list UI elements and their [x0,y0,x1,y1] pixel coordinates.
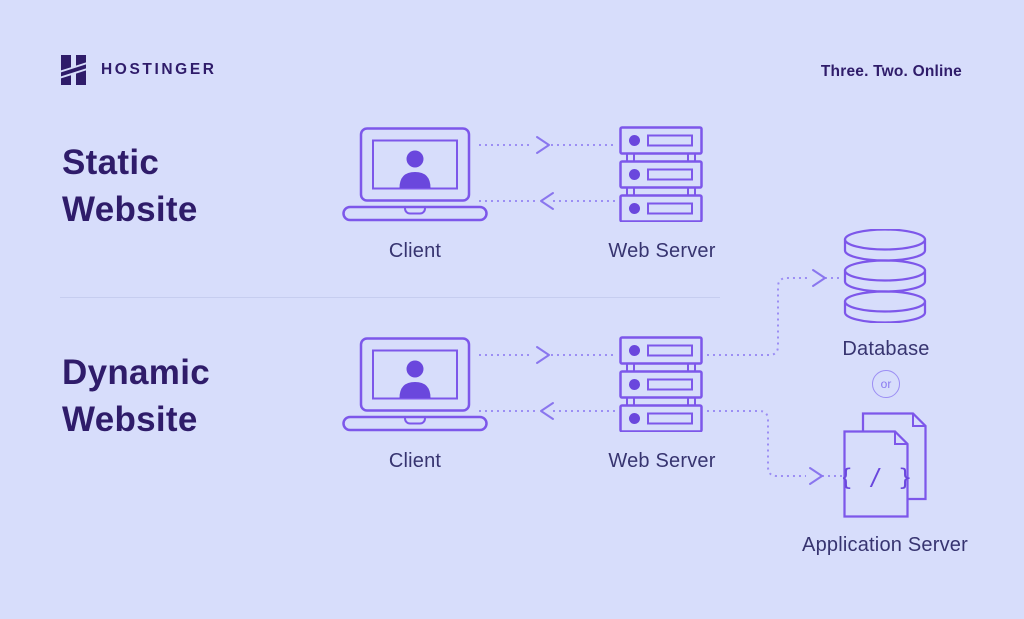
database-label: Database [842,338,930,360]
dynamic-client-label: Client [388,450,442,472]
dynamic-request-arrowhead [536,346,550,364]
static-title-line2: Website [62,190,198,229]
server-to-database-arrowhead [812,269,826,287]
static-website-title: Static Website [62,139,198,233]
static-request-arrowhead [536,136,550,154]
client-laptop-icon [342,337,488,437]
static-title-line1: Static [62,143,160,182]
static-response-arrowhead [540,192,554,210]
client-laptop-icon [342,127,488,227]
server-to-appserver-arrowhead [809,467,823,485]
dynamic-response-arrowhead [540,402,554,420]
hostinger-logo-icon [61,55,86,85]
dynamic-web-server-label: Web Server [608,450,716,472]
database-icon [843,228,927,328]
brand-tagline: Three. Two. Online [820,63,962,80]
application-server-icon: { / } [839,412,927,523]
brand: HOSTINGER [60,54,217,86]
dynamic-website-title: Dynamic Website [62,349,210,443]
section-divider [60,297,720,298]
or-badge: or [872,370,900,398]
code-glyph: { / } [843,465,913,491]
brand-name: HOSTINGER [101,61,217,78]
static-web-server-label: Web Server [608,240,716,262]
web-server-icon [618,126,706,227]
application-server-label: Application Server [802,534,968,556]
static-client-label: Client [388,240,442,262]
web-server-icon [618,336,706,437]
dynamic-title-line2: Website [62,400,198,439]
dynamic-title-line1: Dynamic [62,353,210,392]
